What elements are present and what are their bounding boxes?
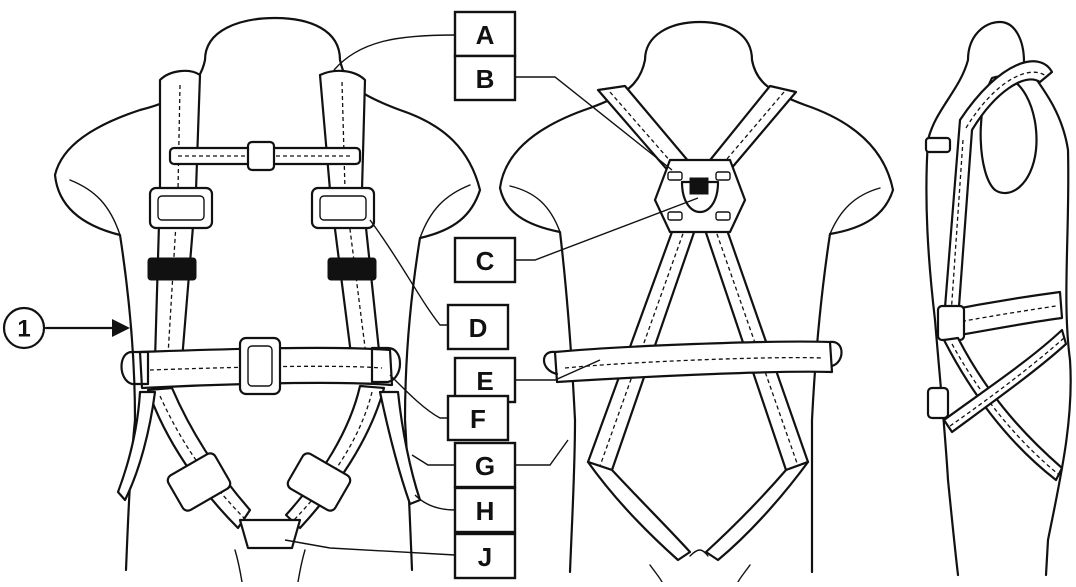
left-strap-keeper — [148, 258, 196, 280]
label-B-text: B — [476, 64, 495, 94]
dorsal-plate — [655, 160, 745, 232]
back-mannequin — [500, 22, 893, 572]
callout-arrowhead — [112, 319, 130, 337]
side-leg-buckle — [928, 388, 948, 418]
right-strap-keeper — [328, 258, 376, 280]
front-view — [55, 18, 480, 582]
label-F: F — [448, 396, 508, 440]
side-belt-buckle — [938, 306, 964, 340]
label-H-text: H — [476, 496, 495, 526]
label-F-text: F — [470, 404, 486, 434]
label-A-text: A — [476, 20, 495, 50]
callout-1-text: 1 — [17, 316, 30, 343]
side-view — [926, 22, 1071, 575]
leader-H — [415, 495, 455, 510]
label-E-text: E — [476, 366, 493, 396]
label-G: G — [455, 443, 515, 487]
callout-1: 1 — [4, 308, 44, 348]
label-C: C — [455, 238, 515, 282]
label-H: H — [455, 488, 515, 532]
label-J: J — [455, 534, 515, 578]
label-J-text: J — [478, 542, 492, 572]
label-G-text: G — [475, 451, 495, 481]
back-view — [500, 22, 893, 582]
label-D-text: D — [469, 313, 488, 343]
chest-buckle — [248, 142, 274, 170]
right-shoulder-buckle — [312, 188, 374, 228]
label-A: A — [455, 12, 515, 56]
label-C-text: C — [476, 246, 495, 276]
dorsal-d-ring-attachment — [690, 178, 708, 194]
leader-A — [334, 35, 455, 70]
leader-J — [285, 540, 455, 555]
label-B: B — [455, 56, 515, 100]
label-D: D — [448, 305, 508, 349]
left-shoulder-buckle — [150, 188, 212, 228]
side-chest-buckle — [926, 138, 950, 152]
